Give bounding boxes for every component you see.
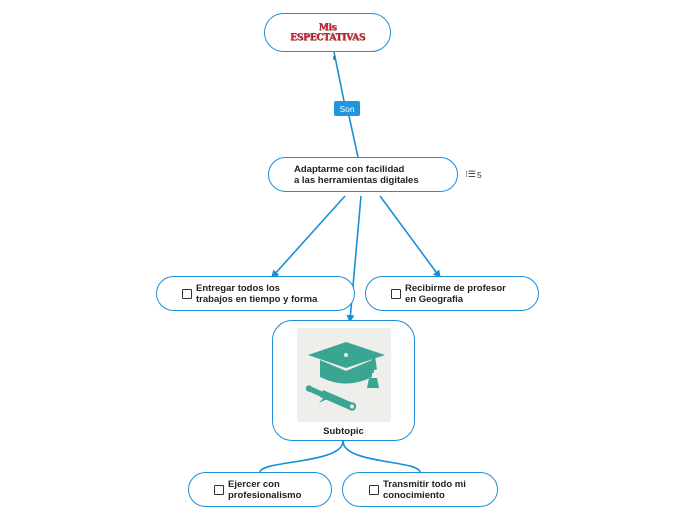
main-topic-label: Adaptarme con facilidad a las herramient… bbox=[294, 163, 419, 186]
line-main-to-recibirme bbox=[379, 195, 441, 279]
task-checkbox[interactable] bbox=[214, 484, 224, 495]
subtopic-transmitir[interactable]: Transmitir todo mi conocimiento bbox=[342, 472, 498, 507]
root-title: Mis ESPECTATIVAS bbox=[289, 22, 366, 43]
line-root-to-tag bbox=[333, 51, 345, 102]
root-topic[interactable]: Mis ESPECTATIVAS bbox=[264, 13, 391, 52]
list-icon: ⁝☰ bbox=[465, 169, 476, 179]
subtopic-entregar[interactable]: Entregar todos los trabajos en tiempo y … bbox=[156, 276, 355, 311]
subtopic-image-node[interactable]: Subtopic bbox=[272, 320, 415, 441]
line-main-to-entregar bbox=[270, 195, 346, 279]
collapsed-children-badge[interactable]: ⁝☰ 5 bbox=[465, 169, 482, 180]
subtopic-label: Recibirme de profesor en Geografia bbox=[405, 282, 506, 305]
subtopic-ejercer[interactable]: Ejercer con profesionalismo bbox=[188, 472, 332, 507]
connector-label[interactable]: Son bbox=[334, 101, 360, 116]
line-subtopic-to-ejercer bbox=[259, 440, 344, 473]
subtopic-recibirme[interactable]: Recibirme de profesor en Geografia bbox=[365, 276, 539, 311]
main-topic[interactable]: Adaptarme con facilidad a las herramient… bbox=[268, 157, 458, 192]
subtopic-label: Transmitir todo mi conocimiento bbox=[383, 478, 466, 501]
graduation-cap-diploma-icon bbox=[296, 328, 391, 422]
subtopic-label: Entregar todos los trabajos en tiempo y … bbox=[196, 282, 318, 305]
line-tag-to-main bbox=[348, 115, 359, 158]
badge-count: 5 bbox=[476, 169, 482, 180]
line-subtopic-to-transmitir bbox=[342, 440, 421, 473]
task-checkbox[interactable] bbox=[182, 288, 192, 299]
task-checkbox[interactable] bbox=[391, 288, 401, 299]
subtopic-label: Subtopic bbox=[323, 426, 364, 437]
subtopic-label: Ejercer con profesionalismo bbox=[228, 478, 302, 501]
task-checkbox[interactable] bbox=[369, 484, 379, 495]
